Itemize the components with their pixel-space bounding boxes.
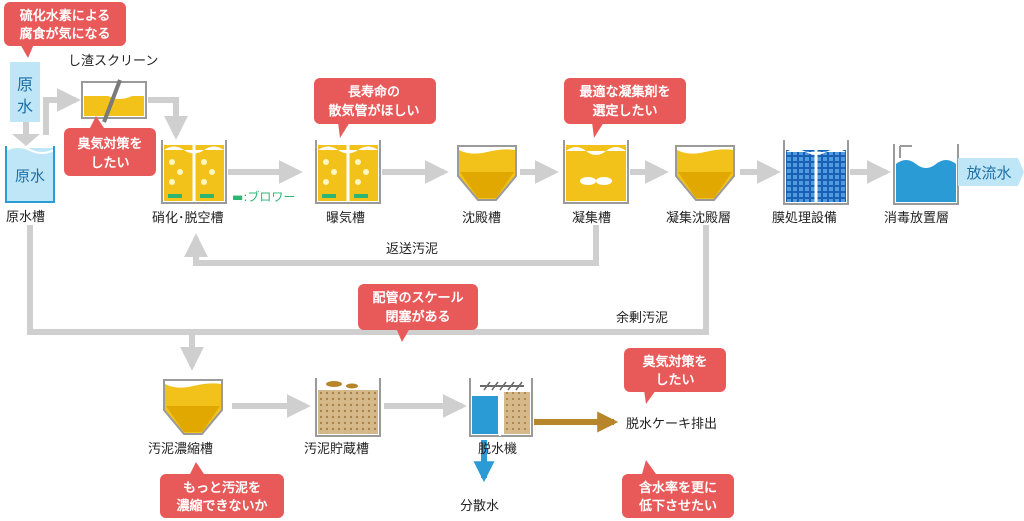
- separated-water-label: 分散水: [460, 499, 499, 514]
- coag-sedimentation-tank: [675, 145, 735, 201]
- raw-water-tank-inner-label: 原水: [15, 167, 45, 185]
- callout-odor-2-line2: したい: [655, 373, 694, 388]
- dewatering-label: 脱水機: [478, 442, 517, 457]
- callout-long-life-line2: 散気管がほしい: [328, 103, 419, 119]
- disinfection-label: 消毒放置層: [884, 211, 949, 226]
- callout-thicken-line1: もっと汚泥を: [183, 480, 261, 496]
- callout-moisture-line1: 含水率を更に: [638, 480, 717, 496]
- inlet-arrow-head: [12, 134, 40, 146]
- blower-legend: ▬:ブロワー: [232, 189, 295, 204]
- callout-odor-1: 臭気対策を したい: [64, 116, 156, 176]
- callout-coagulant-line2: 選定したい: [592, 103, 657, 119]
- callout-scale-line1: 配管のスケール: [372, 290, 463, 306]
- callout-moisture-line2: 低下させたい: [638, 498, 717, 514]
- dewatering-unit: [469, 378, 533, 437]
- callout-moisture: 含水率を更に 低下させたい: [622, 460, 734, 518]
- storage-tank: [315, 378, 381, 437]
- coagulation-tank: [563, 140, 629, 204]
- raw-water-tank: 原水: [5, 146, 55, 203]
- discharge-label: 放流水: [966, 164, 1011, 182]
- cake-out-label: 脱水ケーキ排出: [626, 417, 717, 432]
- sedimentation-label: 沈殿槽: [462, 211, 501, 226]
- callout-odor-2: 臭気対策を したい: [624, 348, 726, 404]
- screen-label: し渣スクリーン: [68, 54, 158, 69]
- membrane-label: 膜処理設備: [772, 210, 837, 226]
- callout-h2s-line1: 硫化水素による: [20, 8, 111, 24]
- excess-sludge-label: 余剰汚泥: [616, 310, 668, 326]
- raw-water-inlet-char1: 原: [17, 75, 33, 94]
- nitrification-label: 硝化･脱空槽: [152, 211, 224, 226]
- callout-long-life: 長寿命の 散気管がほしい: [314, 78, 436, 138]
- coagulation-label: 凝集槽: [572, 210, 611, 226]
- aeration-label: 曝気槽: [326, 210, 365, 226]
- raw-water-tank-label: 原水槽: [6, 210, 45, 225]
- storage-label: 汚泥貯蔵槽: [304, 442, 369, 457]
- callout-h2s: 硫化水素による 腐食が気になる: [4, 2, 126, 58]
- callout-odor-2-line1: 臭気対策を: [642, 354, 707, 370]
- callout-odor-1-line1: 臭気対策を: [77, 136, 142, 152]
- flow-return-sludge: [184, 225, 599, 266]
- callout-thicken-line2: 濃縮できないか: [176, 498, 267, 514]
- membrane-unit: [783, 140, 849, 205]
- callout-scale: 配管のスケール 閉塞がある: [358, 284, 478, 342]
- coag-sedimentation-label: 凝集沈殿層: [666, 210, 731, 226]
- aeration-tank: [315, 140, 381, 204]
- raw-water-inlet-char2: 水: [17, 97, 33, 116]
- return-sludge-label: 返送汚泥: [386, 242, 438, 257]
- callout-long-life-line1: 長寿命の: [348, 84, 400, 100]
- callout-scale-line2: 閉塞がある: [385, 309, 450, 325]
- sedimentation-tank: [457, 145, 517, 201]
- flow-excess-sludge: [27, 225, 709, 335]
- screen-unit: [81, 79, 147, 123]
- thickener-label: 汚泥濃縮槽: [148, 441, 213, 457]
- flow-lines: [23, 70, 891, 418]
- flow-screen-to-nitri: [148, 97, 188, 140]
- raw-water-inlet: 原 水: [10, 62, 40, 122]
- discharge-tag: 放流水: [958, 158, 1024, 186]
- disinfection-tank: [893, 144, 959, 205]
- flow-to-screen: [43, 88, 81, 135]
- thickener-tank: [163, 379, 223, 435]
- callout-coagulant-line1: 最適な凝集剤を: [579, 84, 670, 100]
- callout-h2s-line2: 腐食が気になる: [19, 26, 110, 42]
- callout-odor-1-line2: したい: [90, 156, 129, 171]
- callout-coagulant: 最適な凝集剤を 選定したい: [564, 78, 686, 138]
- callout-thicken: もっと汚泥を 濃縮できないか: [160, 462, 284, 518]
- nitrification-tank: [161, 140, 227, 204]
